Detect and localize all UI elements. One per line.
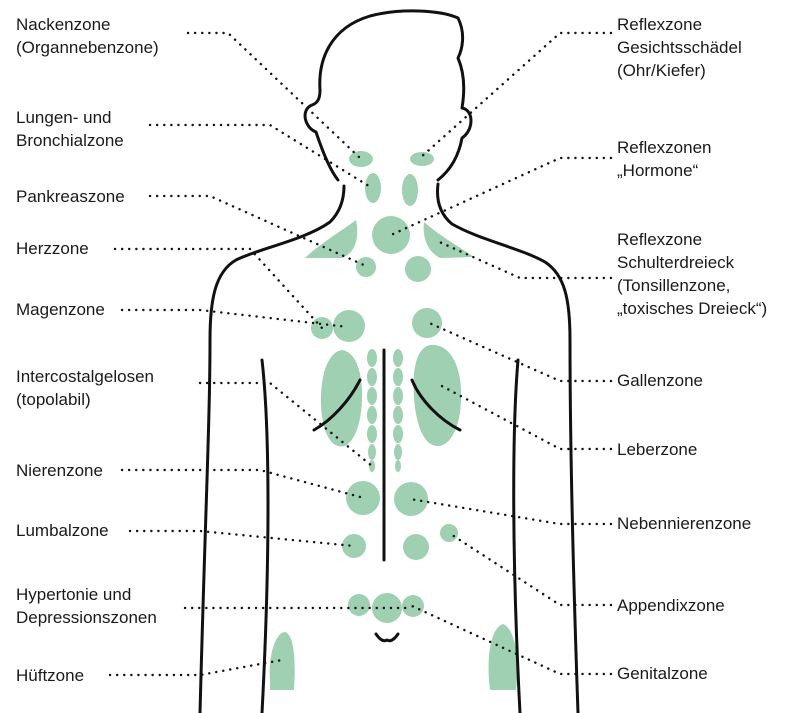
zone-intercostal-chain-left	[367, 349, 377, 472]
zone-hip-left	[270, 632, 295, 690]
zone-kidney-right	[394, 482, 428, 516]
zone-hip-right	[489, 624, 518, 690]
zone-lung-lower-left	[321, 350, 362, 447]
leader-gesicht	[420, 33, 611, 158]
label-gallenzone: Gallenzone	[617, 369, 703, 392]
zone-pancreas-right	[405, 256, 431, 282]
leader-huefte	[110, 660, 282, 675]
label-reflexzone-gesichtsschaedel: Reflexzone Gesichtsschädel (Ohr/Kiefer)	[617, 13, 742, 82]
zone-pancreas	[356, 257, 376, 277]
leader-appendix	[449, 533, 611, 605]
label-nierenzone: Nierenzone	[16, 459, 103, 482]
label-appendixzone: Appendixzone	[617, 594, 725, 617]
leader-leber	[440, 385, 611, 449]
leader-schulter	[435, 240, 611, 278]
label-hueftzone: Hüftzone	[16, 664, 84, 687]
zone-gall	[412, 308, 442, 338]
zone-neck-right	[410, 152, 434, 166]
zone-intercostal-chain-right	[393, 349, 403, 472]
zone-kidney-left	[346, 481, 380, 515]
zone-neck-left	[349, 151, 373, 167]
label-herzzone: Herzzone	[16, 237, 89, 260]
label-reflexzonen-hormone: Reflexzonen „Hormone“	[617, 136, 712, 182]
leader-nebennieren	[410, 499, 611, 524]
zones	[270, 151, 518, 690]
zone-lumbar-left	[342, 534, 366, 558]
zone-lung-left	[365, 173, 381, 203]
label-lungen-bronchialzone: Lungen- und Bronchialzone	[16, 106, 124, 152]
label-nebennierenzone: Nebennierenzone	[617, 512, 751, 535]
leader-nieren	[122, 470, 364, 498]
label-magenzone: Magenzone	[16, 298, 105, 321]
label-lumbalzone: Lumbalzone	[16, 519, 109, 542]
label-reflexzone-schulterdreieck: Reflexzone Schulterdreieck (Tonsillenzon…	[617, 228, 767, 320]
label-intercostalgelosen: Intercostalgelosen (topolabil)	[16, 365, 154, 411]
leader-herz	[115, 249, 322, 328]
label-pankreaszone: Pankreaszone	[16, 185, 125, 208]
zone-hyper-left	[348, 594, 370, 616]
zone-shoulder-right	[424, 222, 474, 258]
zone-hormone	[372, 216, 410, 254]
zone-shoulder-left	[305, 220, 357, 258]
head-outline	[305, 11, 471, 180]
leader-lines	[110, 33, 611, 675]
label-hypertonie-depressionszonen: Hypertonie und Depressionszonen	[16, 583, 157, 629]
leader-lumbal	[130, 531, 354, 546]
label-nackenzone: Nackenzone (Organnebenzone)	[16, 13, 159, 59]
zone-appendix	[440, 524, 458, 542]
label-genitalzone: Genitalzone	[617, 662, 708, 685]
leader-nackenzone	[188, 33, 360, 158]
zone-lung-right	[402, 174, 418, 206]
label-leberzone: Leberzone	[617, 438, 697, 461]
torso-outline	[200, 184, 578, 713]
zone-stomach	[333, 310, 365, 342]
zone-lumbar-right	[403, 534, 429, 560]
gluteal-cleft	[376, 634, 398, 641]
